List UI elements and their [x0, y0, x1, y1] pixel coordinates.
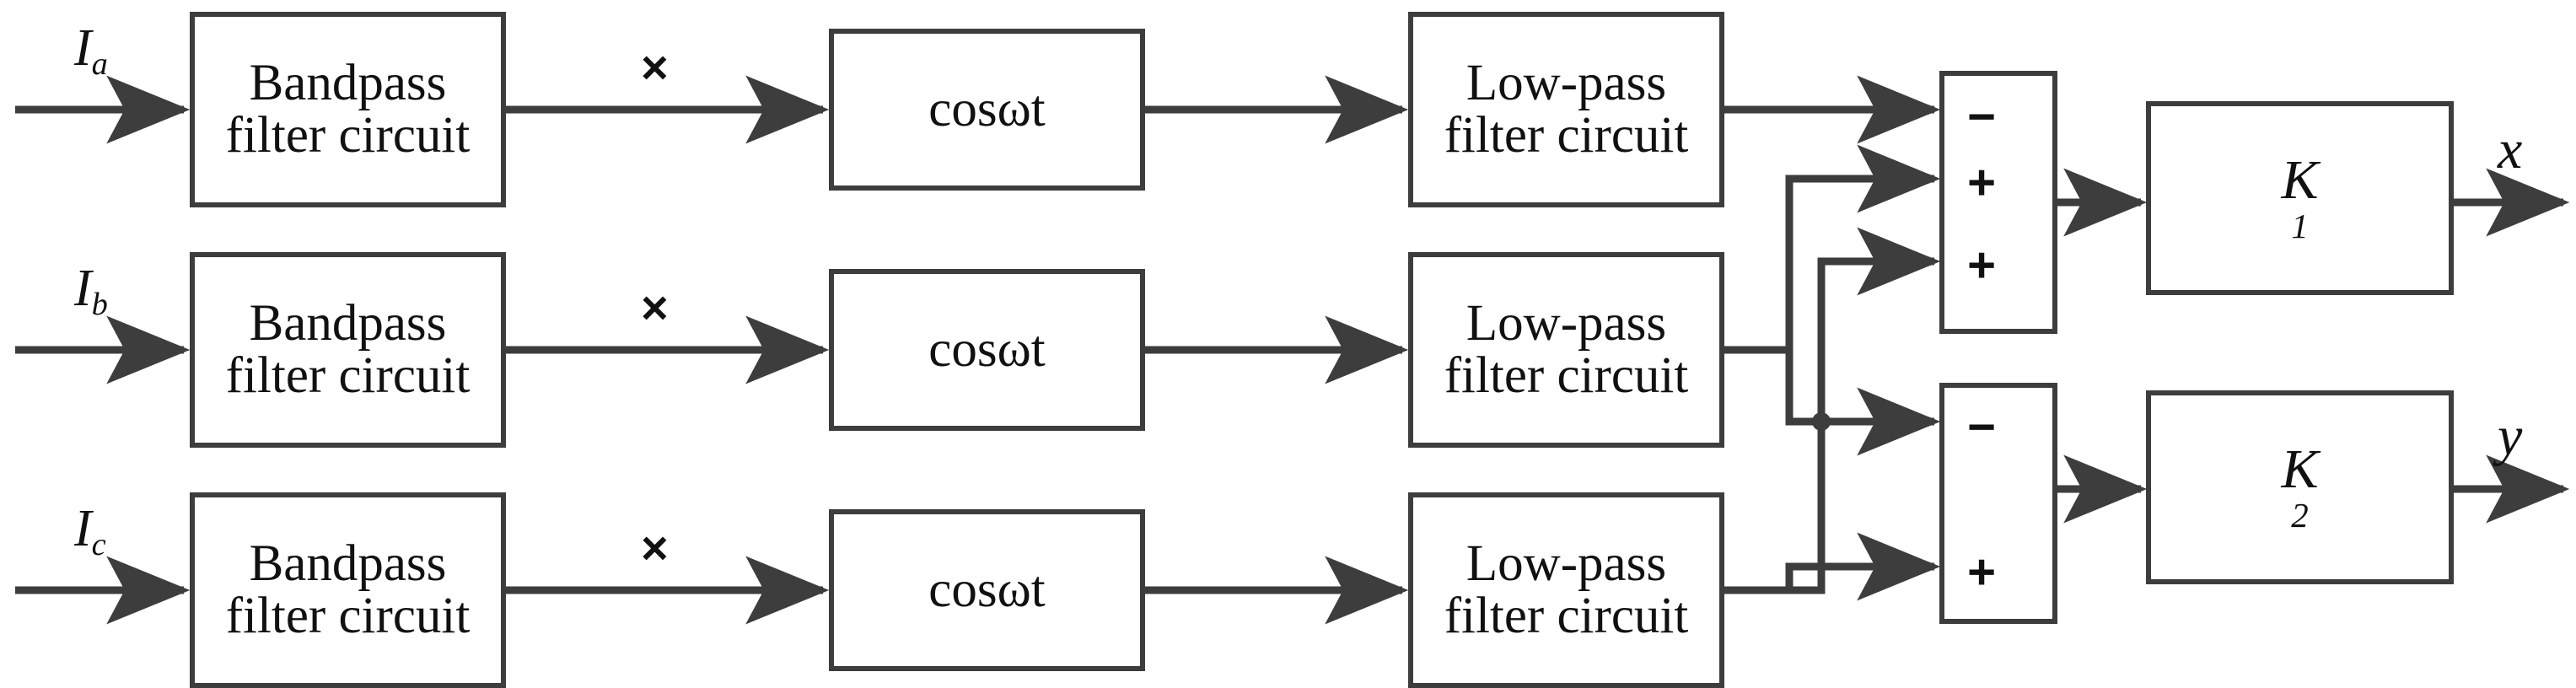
wire-lpf-b-branch-up: [1724, 144, 1941, 354]
summing-junction-1[interactable]: − + +: [1939, 71, 2057, 334]
sum1-sign-plus-1: +: [1967, 155, 1996, 210]
sum2-sign-plus: +: [1967, 545, 1996, 599]
bandpass-filter-block-b[interactable]: Bandpass filter circuit: [190, 252, 506, 448]
wire-junction-dot: [1812, 412, 1831, 431]
lowpass-a-line2: filter circuit: [1444, 107, 1689, 164]
input-label-ic: Ic: [74, 500, 106, 562]
mixer-block-cos-c[interactable]: cosωt: [829, 509, 1145, 671]
lowpass-filter-block-b[interactable]: Low-pass filter circuit: [1408, 252, 1724, 448]
lowpass-filter-block-c[interactable]: Low-pass filter circuit: [1408, 492, 1724, 688]
mixer-block-cos-b[interactable]: cosωt: [829, 269, 1145, 431]
mixer-b-label: cosωt: [928, 320, 1046, 378]
bandpass-c-line2: filter circuit: [225, 588, 471, 644]
lowpass-c-line1: Low-pass: [1465, 535, 1667, 592]
output-label-y: y: [2498, 406, 2523, 467]
mixer-c-label: cosωt: [928, 561, 1046, 618]
sum2-sign-minus: −: [1967, 400, 1996, 454]
lowpass-b-line1: Low-pass: [1465, 294, 1667, 352]
input-label-ib: Ib: [74, 260, 108, 322]
lowpass-filter-block-a[interactable]: Low-pass filter circuit: [1408, 12, 1724, 207]
bandpass-filter-block-c[interactable]: Bandpass filter circuit: [190, 492, 506, 688]
bandpass-a-line1: Bandpass: [249, 54, 447, 111]
summing-junction-2[interactable]: − +: [1939, 383, 2057, 624]
mixer-block-cos-a[interactable]: cosωt: [829, 29, 1145, 191]
multiply-icon-a: ×: [641, 40, 669, 94]
mixer-a-label: cosωt: [928, 80, 1046, 137]
bandpass-b-line2: filter circuit: [225, 347, 471, 404]
lowpass-a-line1: Low-pass: [1465, 54, 1667, 111]
bandpass-a-line2: filter circuit: [225, 107, 471, 164]
wire-bottom-to-sum2-plus: [1724, 532, 1941, 601]
lowpass-b-line2: filter circuit: [1444, 347, 1689, 404]
lowpass-c-line2: filter circuit: [1444, 588, 1689, 644]
output-label-x: x: [2498, 119, 2523, 180]
sum1-sign-minus: −: [1967, 89, 1996, 144]
sum1-sign-plus-2: +: [1967, 238, 1996, 293]
bandpass-c-line1: Bandpass: [249, 535, 447, 592]
wire-lpf-b-branch-down: [1785, 350, 1821, 426]
input-label-ia: Ia: [74, 19, 108, 82]
multiply-icon-b: ×: [641, 281, 669, 334]
multiply-icon-c: ×: [641, 521, 669, 574]
bandpass-b-line1: Bandpass: [249, 294, 447, 352]
bandpass-filter-block-a[interactable]: Bandpass filter circuit: [190, 12, 506, 207]
